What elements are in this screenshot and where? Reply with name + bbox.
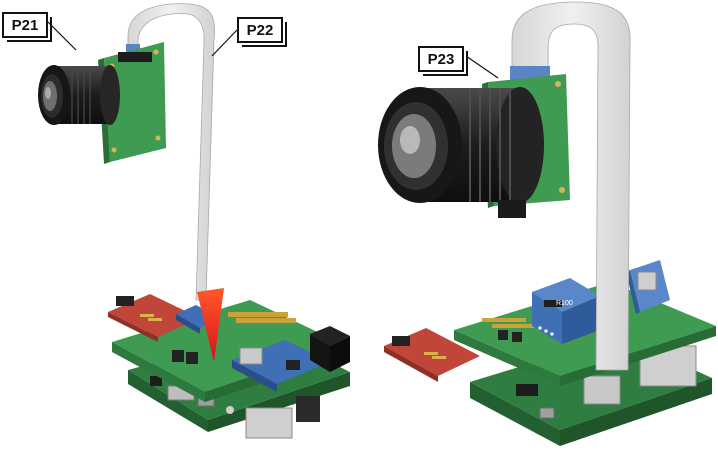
- right-assembly: R100: [378, 1, 716, 446]
- right-ribbon-cable: [510, 1, 631, 371]
- callout-p23: P23: [418, 46, 468, 76]
- right-small-blue-module: [626, 260, 670, 314]
- right-blue-module: R100: [532, 278, 600, 344]
- left-ribbon-cable: [126, 3, 224, 362]
- left-red-module: [108, 294, 200, 342]
- callout-p22: P22: [237, 17, 287, 47]
- callout-label: P23: [427, 50, 455, 68]
- callout-label: P21: [11, 16, 39, 34]
- right-red-module: [384, 328, 480, 382]
- callout-leaders: [47, 21, 499, 79]
- left-assembly: [38, 3, 350, 439]
- right-base-board: [470, 336, 712, 446]
- right-camera-lens: [378, 87, 544, 218]
- callout-label: P22: [246, 21, 274, 39]
- left-black-connector: [310, 326, 350, 372]
- left-camera-lens: [38, 65, 120, 125]
- module-label-r100: R100: [556, 300, 573, 307]
- callout-p21: P21: [2, 12, 52, 42]
- left-usb-module: [232, 340, 330, 392]
